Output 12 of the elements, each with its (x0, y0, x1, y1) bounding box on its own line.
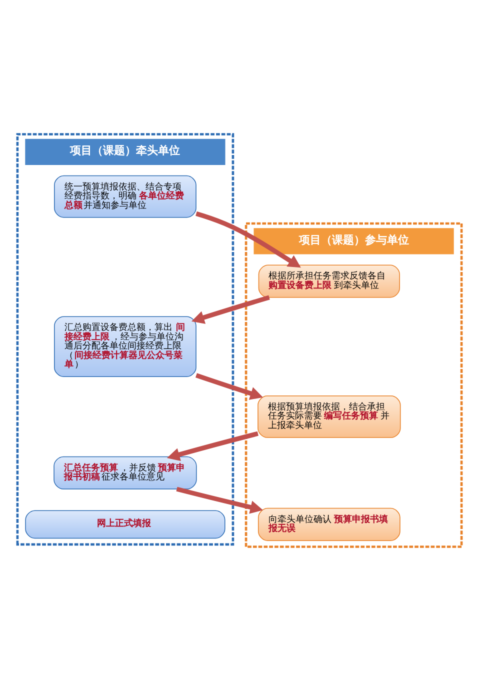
arrow (191, 295, 270, 324)
arrow (166, 431, 258, 461)
arrow (176, 486, 263, 514)
node-box: 根据所承担任务需求反馈各自购置设备费上限到牵头单位 (258, 264, 400, 298)
node-box: 汇总购置设备费总额，算出间接经费上限，经与参与单位沟通后分配各单位间接经费上限（间接经费计算器见公众号菜单） (54, 316, 196, 378)
node-box: 统一预算填报依据、结合专项经费指导数，明确各单位经费总额并通知参与单位 (54, 175, 196, 218)
node-box: 向牵头单位确认预算申报书填报无误 (258, 508, 400, 541)
node-box: 根据预算填报依据，结合承担任务实际需要编写任务预算并上报牵头单位 (258, 396, 401, 438)
arrow (195, 373, 263, 400)
node-box: 网上正式填报 (25, 510, 226, 539)
node-box: 汇总任务预算，并反馈预算申报书初稿征求各单位意见 (54, 456, 197, 490)
arrow (196, 211, 301, 268)
